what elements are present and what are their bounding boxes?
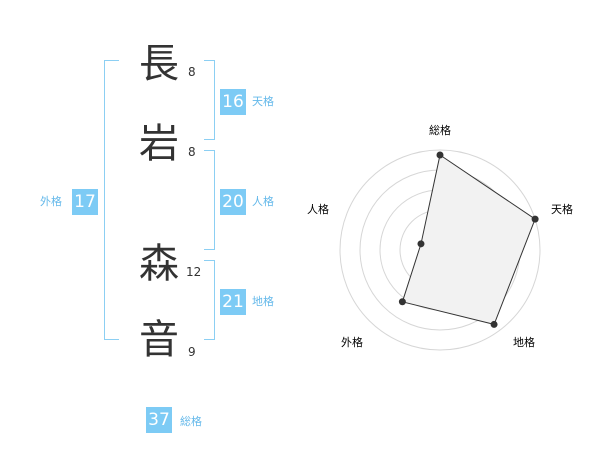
radar-points — [398, 151, 539, 328]
chi-value: 21 — [220, 289, 246, 315]
axis-label-gai: 外格 — [341, 335, 363, 349]
axis-label-chi: 地格 — [513, 335, 535, 349]
gai-bracket — [104, 60, 119, 340]
stroke-count-4: 9 — [188, 345, 196, 359]
axis-label-ten: 天格 — [551, 202, 573, 216]
gai-label: 外格 — [40, 195, 62, 208]
radar-area — [401, 154, 536, 325]
ten-value: 16 — [220, 89, 246, 115]
stroke-count-1: 8 — [188, 65, 196, 79]
name-char-2: 岩 — [139, 121, 179, 167]
radar-point-5 — [417, 240, 425, 248]
chi-label: 地格 — [252, 295, 274, 308]
ten-label: 天格 — [252, 95, 274, 108]
sou-label: 総格 — [180, 415, 202, 428]
radar-point-2 — [531, 215, 539, 223]
jin-label: 人格 — [252, 195, 274, 208]
name-char-1: 長 — [139, 41, 179, 87]
stroke-count-2: 8 — [188, 145, 196, 159]
gai-value: 17 — [72, 189, 98, 215]
name-char-3: 森 — [139, 241, 179, 287]
radar-point-4 — [398, 298, 406, 306]
stroke-count-3: 12 — [186, 265, 202, 279]
axis-label-jin: 人格 — [307, 202, 329, 216]
radar-ring — [339, 149, 541, 351]
radar-point-3 — [490, 320, 498, 328]
ten-bracket — [204, 60, 215, 140]
axis-label-sou: 総格 — [429, 123, 451, 137]
chi-bracket — [204, 260, 215, 340]
jin-value: 20 — [220, 189, 246, 215]
jin-bracket — [204, 150, 215, 250]
sou-value: 37 — [146, 407, 172, 433]
name-char-4: 音 — [139, 317, 179, 363]
radar-point-1 — [436, 151, 444, 159]
